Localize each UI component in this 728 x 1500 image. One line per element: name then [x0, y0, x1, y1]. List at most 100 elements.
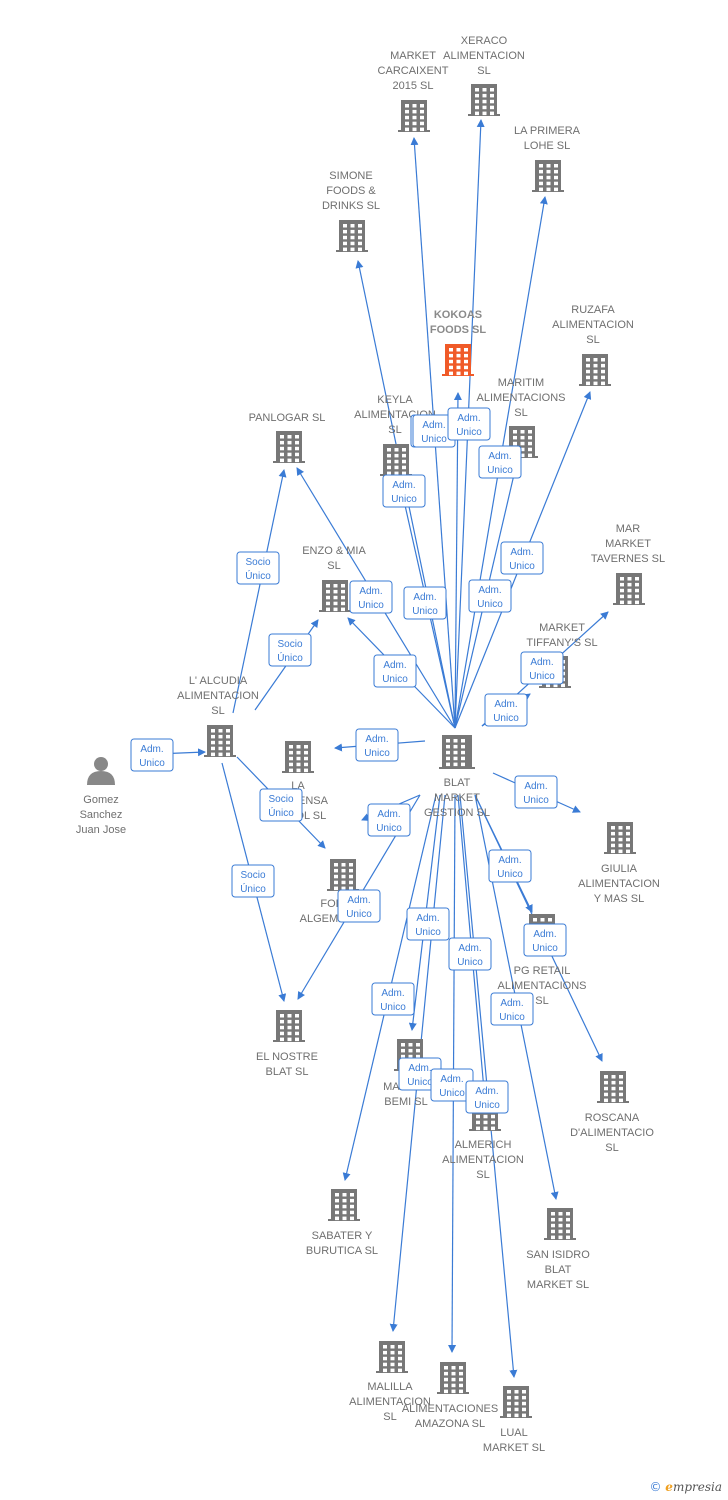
edge-badge-text: Unico — [529, 671, 555, 682]
node-label: DRINKS SL — [322, 200, 380, 212]
node-label: TAVERNES SL — [591, 553, 665, 565]
edge-badge[interactable]: Adm. Unico — [403, 586, 447, 620]
node-label: SL — [476, 1169, 489, 1181]
edge-badge[interactable]: Adm.Unico — [447, 407, 491, 441]
node-label: SL — [327, 560, 340, 572]
node-label: MARKET — [434, 792, 480, 804]
edge-badge-text: Unico — [391, 494, 417, 505]
building-icon — [437, 1362, 469, 1394]
edge-badge-text: Unico — [412, 606, 438, 617]
edge-badge-box — [488, 849, 532, 883]
edge-badge-text: Unico — [382, 674, 408, 685]
node-label: PANLOGAR SL — [249, 412, 326, 424]
edge-badge-text: Adm. — [475, 1086, 498, 1097]
edge-badge[interactable]: Adm.Unico — [130, 738, 174, 772]
edge-badge-text: Único — [268, 806, 294, 819]
building-icon — [336, 220, 368, 252]
edge-badge-box — [448, 937, 492, 971]
building-icon — [500, 1386, 532, 1418]
edge-badge-text: Adm. — [500, 998, 523, 1009]
building-icon — [604, 822, 636, 854]
edge-badge[interactable]: Adm. Unico — [382, 474, 426, 508]
edge-badge[interactable]: Adm.Unico — [373, 654, 417, 688]
edge-badge-box — [367, 803, 411, 837]
edge-badge[interactable]: Adm.Unico — [448, 937, 492, 971]
edge-badge[interactable]: Adm.Unico — [523, 923, 567, 957]
edge-badge[interactable]: Adm.Unico — [520, 651, 564, 685]
edge-badge[interactable]: Adm.Unico — [500, 541, 544, 575]
edge-badge-text: Unico — [532, 943, 558, 954]
edge-badge-box — [406, 907, 450, 941]
edge-badge-box — [382, 474, 426, 508]
edge-badge-text: Adm. — [347, 895, 370, 906]
edge-badge[interactable]: Adm.Unico — [468, 579, 512, 613]
edge-badge[interactable]: Adm.Unico — [367, 803, 411, 837]
edge-badge-text: Adm. — [524, 781, 547, 792]
footer-brand[interactable]: © empresia — [649, 1480, 722, 1494]
node-panlogar[interactable]: PANLOGAR SL — [249, 412, 326, 463]
node-label: Y MAS SL — [594, 893, 645, 905]
building-icon — [328, 1189, 360, 1221]
edge-badge-text: Socio — [277, 639, 302, 650]
edge-badge-text: Adm. — [413, 592, 436, 603]
building-icon — [398, 100, 430, 132]
edge-badge-box — [259, 788, 303, 822]
edge-badge[interactable]: Adm.Unico — [371, 982, 415, 1016]
node-label: RUZAFA — [571, 304, 615, 316]
edge-badge-text: Unico — [346, 909, 372, 920]
edge-badge[interactable]: Adm.Unico — [488, 849, 532, 883]
building-icon — [613, 573, 645, 605]
edge-badge[interactable]: Adm.Unico — [490, 992, 534, 1026]
edge-badge[interactable]: Adm.Unico — [406, 907, 450, 941]
node-label: D'ALIMENTACIO — [570, 1127, 654, 1139]
edge-badge[interactable]: Adm.Unico — [349, 580, 393, 614]
edge-badge-text: Adm. — [478, 585, 501, 596]
node-label: LOHE SL — [524, 140, 570, 152]
edge-badge[interactable]: Adm.Unico — [514, 775, 558, 809]
node-label: MARITIM — [498, 377, 544, 389]
node-label: ALIMENTACION — [349, 1396, 431, 1408]
node-label: PG RETAIL — [514, 965, 571, 977]
building-icon — [468, 84, 500, 116]
copyright-symbol: © — [649, 1480, 662, 1494]
edge-badge[interactable]: Adm.Unico — [355, 728, 399, 762]
edge-badge[interactable]: Adm. Unico — [337, 889, 381, 923]
edge-badge-text: Adm. — [392, 480, 415, 491]
edge-badge-box — [337, 889, 381, 923]
building-icon — [376, 1341, 408, 1373]
edge-badge-text: Unico — [474, 1100, 500, 1111]
edge-badge-text: Socio — [245, 557, 270, 568]
edge-badge-text: Adm. — [458, 943, 481, 954]
edge-badge[interactable]: Adm.Unico — [478, 445, 522, 479]
edge-badge[interactable]: Adm. Unico — [465, 1080, 509, 1114]
edge-badge-box — [523, 923, 567, 957]
edge-badge[interactable]: Adm.Unico — [484, 693, 528, 727]
node-label: Sanchez — [80, 809, 123, 821]
edge-badge-box — [403, 586, 447, 620]
